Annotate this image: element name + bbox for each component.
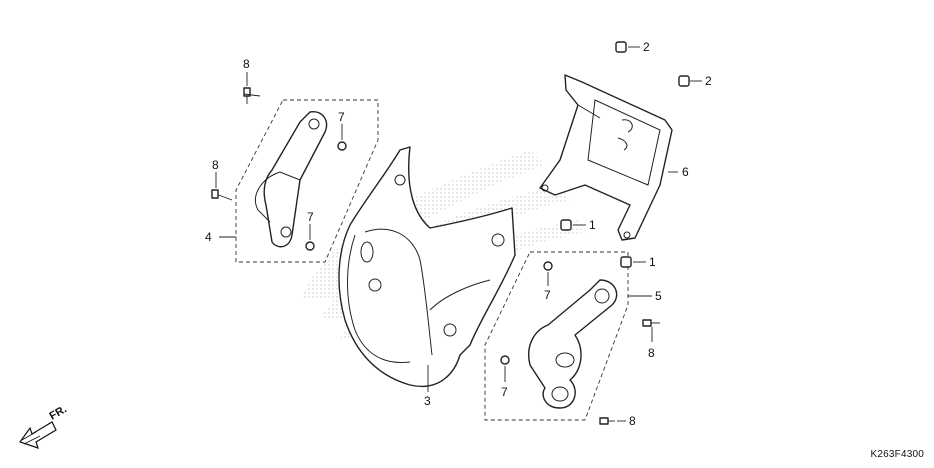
grommet-7c [543,261,553,271]
left-bracket-part [235,99,379,263]
callout-7a: 7 [338,110,345,124]
callout-3: 3 [424,394,431,408]
callout-7d: 7 [501,385,508,399]
callout-4: 4 [205,230,212,244]
callout-5: 5 [655,289,662,303]
callout-1b: 1 [649,255,656,269]
callout-7b: 7 [307,210,314,224]
upper-stay-part [539,74,673,241]
callout-7c: 7 [544,288,551,302]
collar-2a [615,41,627,53]
bolt-8d [599,417,615,425]
callout-8d: 8 [629,414,636,428]
callout-2b: 2 [705,74,712,88]
bolt-8a [243,87,261,104]
front-direction-label: FR. [48,403,69,422]
front-direction-arrow-icon [19,421,57,449]
callout-6: 6 [682,165,689,179]
bolt-8c [642,319,660,327]
callout-8a: 8 [243,57,250,71]
grommet-7b [305,241,315,251]
bolt-8b [211,189,233,201]
diagram-reference-code: K263F4300 [870,449,924,460]
nut-1b [620,256,632,268]
collar-2b [678,75,690,87]
nut-1a [560,219,572,231]
grommet-7d [500,355,510,365]
callout-8c: 8 [648,346,655,360]
callout-1a: 1 [589,218,596,232]
headlight-cowl-part [338,146,516,388]
grommet-7a [337,141,347,151]
right-bracket-part [484,251,629,421]
callout-2a: 2 [643,40,650,54]
callout-8b: 8 [212,158,219,172]
